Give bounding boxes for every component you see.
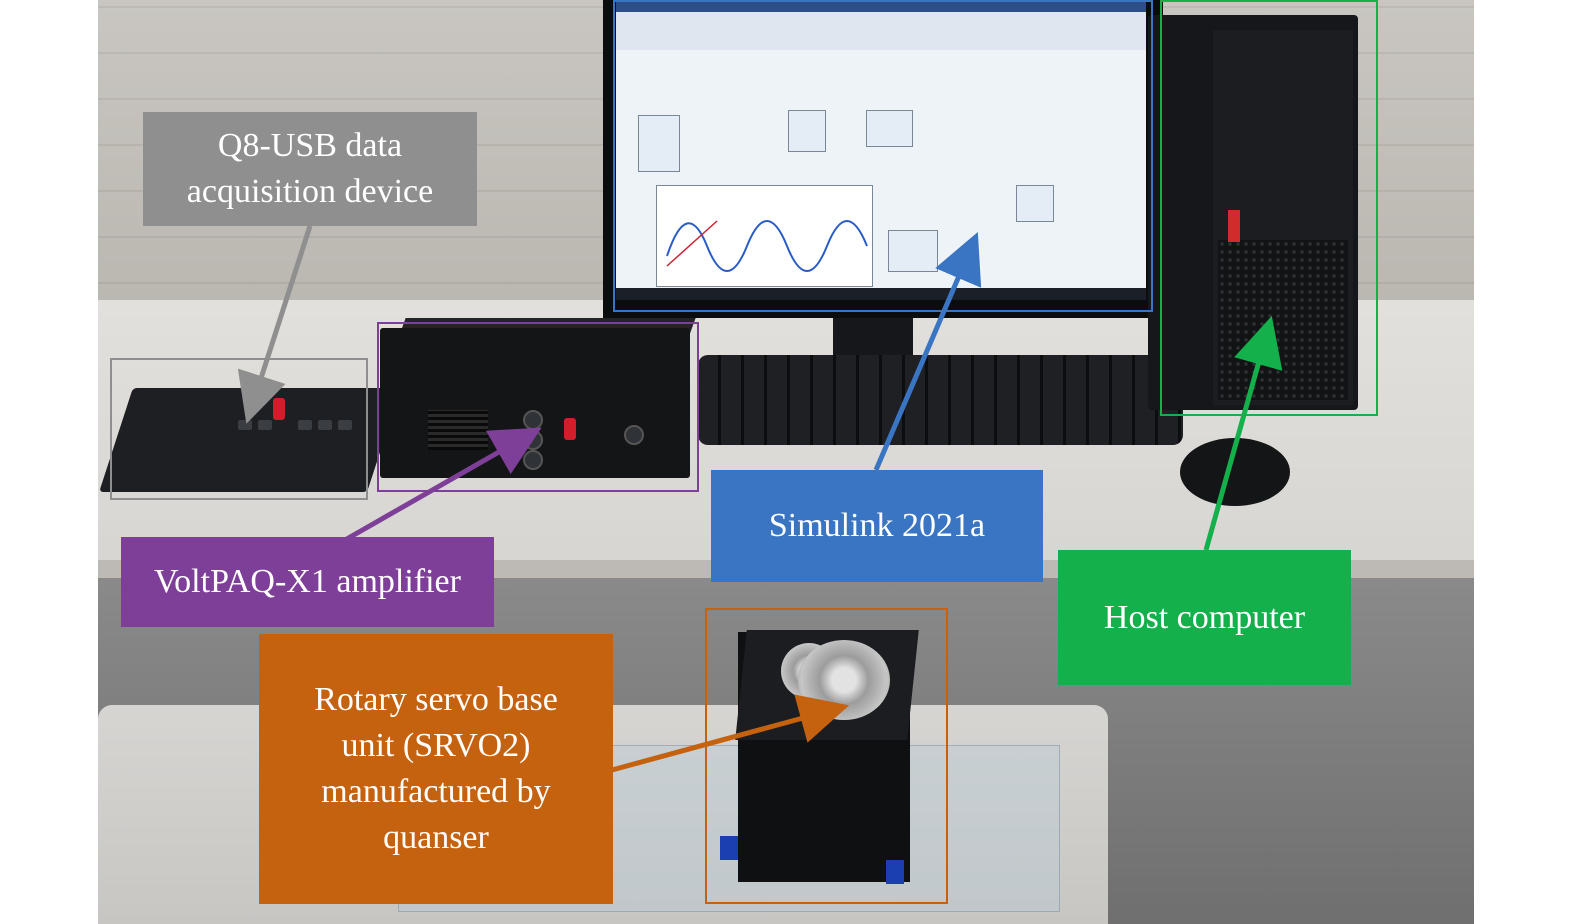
q8-port — [298, 420, 312, 430]
simulink-arrow — [873, 232, 982, 471]
screen-block — [638, 115, 680, 172]
amplifier-knob — [624, 425, 644, 445]
host-arrow — [1203, 315, 1283, 551]
q8-port — [338, 420, 352, 430]
amplifier-vent — [428, 410, 488, 450]
q8-label: Q8-USB data acquisition device — [143, 112, 477, 226]
screen-block — [888, 230, 938, 272]
screen-block — [1016, 185, 1054, 222]
screen-block — [866, 110, 913, 147]
simulink-toolbar — [616, 0, 1146, 50]
q8-port — [238, 420, 252, 430]
red-connector — [564, 418, 576, 440]
tower-accent — [1228, 210, 1240, 242]
voltpaq-arrow — [343, 427, 542, 543]
monitor-stand — [833, 318, 913, 358]
servo-frame — [705, 608, 948, 904]
voltpaq-label: VoltPAQ-X1 amplifier — [121, 537, 494, 627]
monitor-screen — [616, 0, 1146, 300]
scope-plot — [666, 220, 868, 272]
servo-foot — [720, 836, 738, 860]
q8-port — [318, 420, 332, 430]
screen-block — [788, 110, 826, 152]
servo-label: Rotary servo base unit (SRVO2) manufactu… — [259, 634, 613, 904]
servo-foot — [886, 860, 904, 884]
scope-window — [656, 185, 873, 287]
servo-arrow — [611, 694, 850, 773]
simulink-label: Simulink 2021a — [711, 470, 1043, 582]
host-label: Host computer — [1058, 550, 1351, 685]
voltpaq-frame — [377, 322, 699, 492]
q8-frame — [110, 358, 368, 500]
taskbar — [616, 288, 1146, 300]
q8-arrow — [237, 225, 313, 424]
keyboard — [698, 355, 1183, 445]
q8-port — [258, 420, 272, 430]
simulink-frame — [613, 0, 1153, 312]
host-frame — [1160, 0, 1378, 416]
